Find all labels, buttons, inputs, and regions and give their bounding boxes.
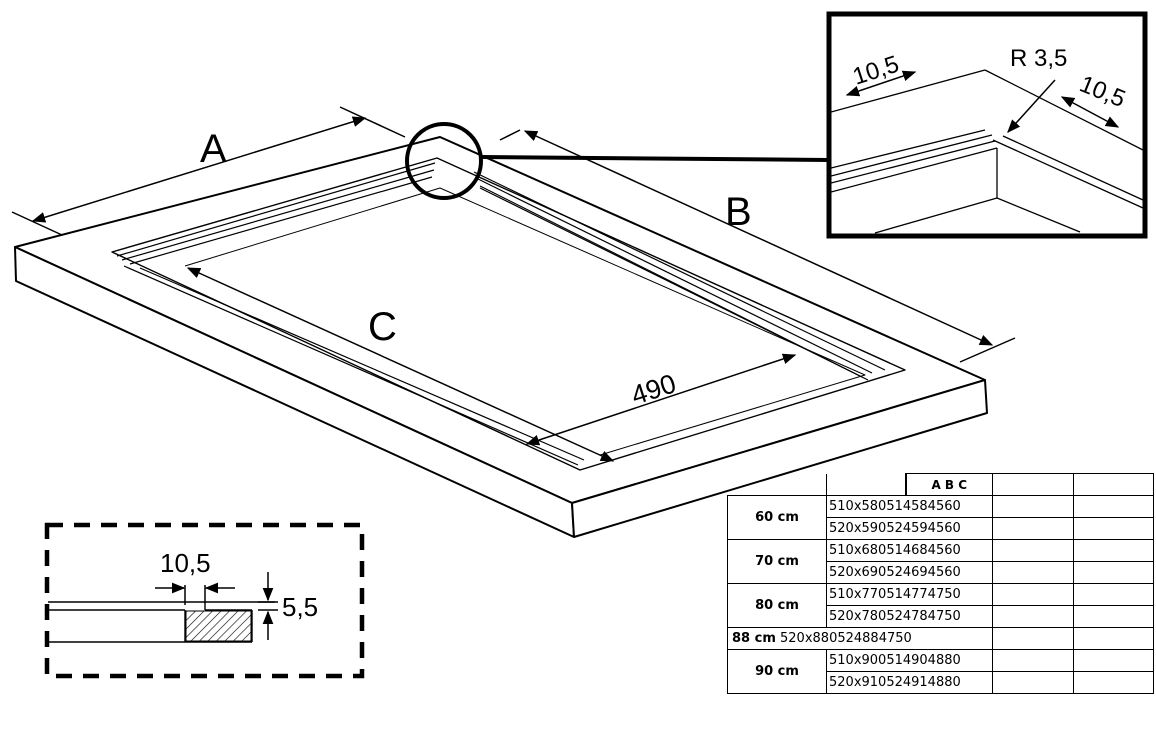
section-detail-frame	[44, 522, 365, 679]
table-row: 520x910524914880	[728, 671, 1154, 694]
table-row: 80 cm 510x770514774750	[727, 583, 1154, 628]
size-60: 60 cm	[727, 495, 827, 540]
table-cell: 520x780524784750	[826, 605, 993, 628]
table-row: 90 cm 510x900514904880	[727, 649, 1154, 694]
section-height: 5,5	[282, 592, 318, 622]
table-cell: 520x590524594560	[826, 517, 993, 540]
table-header-row: A B C	[727, 473, 1154, 496]
detail-magnifier-circle	[405, 122, 483, 200]
table-cell: 520x910524914880	[826, 671, 993, 694]
label-a: A	[200, 127, 227, 171]
table-row: 88 cm 520x880524884750	[727, 627, 1154, 650]
size-80: 80 cm	[727, 583, 827, 628]
table-row: 520x590524594560	[728, 517, 1154, 540]
table-cell: 510x770514774750	[826, 583, 993, 606]
table-cell: 510x580514584560	[826, 495, 993, 518]
detail-radius: R 3,5	[1010, 45, 1067, 72]
sizes-table: A B C 60 cm 510x580514584560 520x5905245…	[727, 473, 1154, 694]
table-row: 520x690524694560	[728, 561, 1154, 584]
section-width: 10,5	[160, 548, 211, 578]
dimension-490	[525, 353, 797, 446]
label-c: C	[368, 305, 397, 349]
label-b: B	[725, 190, 752, 234]
corner-detail-frame	[826, 11, 1148, 239]
detail-leader-line	[480, 155, 830, 162]
table-cell: 520x880524884750	[780, 631, 912, 646]
table-cell: 510x680514684560	[826, 539, 993, 562]
table-cell: 520x690524694560	[826, 561, 993, 584]
table-row: 70 cm 510x680514684560	[727, 539, 1154, 584]
section-hatch	[185, 610, 252, 642]
corner-detail: 10,5 R 3,5 10,5	[826, 11, 1148, 239]
size-70: 70 cm	[727, 539, 827, 584]
table-header-abc: A B C	[904, 473, 993, 496]
section-detail: 10,5 5,5	[44, 522, 365, 679]
dimension-a	[11, 106, 406, 236]
tray-right-face	[571, 379, 988, 538]
table-cell: 510x900514904880	[826, 649, 993, 672]
table-row-88: 88 cm 520x880524884750	[727, 627, 993, 650]
size-88: 88 cm	[732, 631, 776, 646]
size-90: 90 cm	[727, 649, 827, 694]
dimension-b	[499, 129, 1016, 363]
table-row: 60 cm 510x580514584560	[727, 495, 1154, 540]
